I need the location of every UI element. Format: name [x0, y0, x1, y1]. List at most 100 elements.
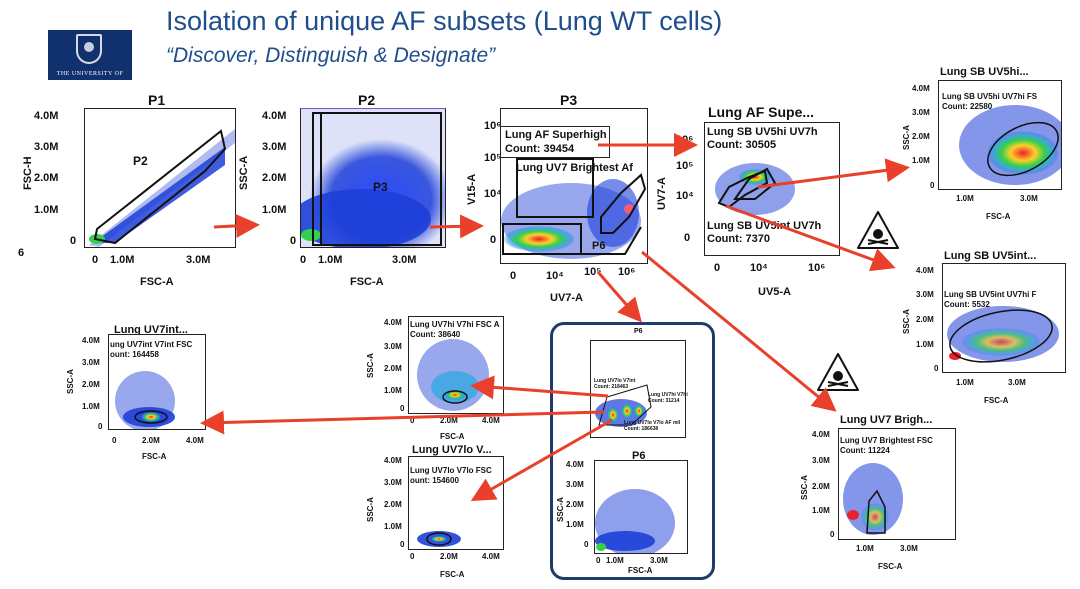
x-tick: 1.0M: [318, 254, 343, 266]
y-tick: 0: [934, 364, 939, 373]
x-axis-label: FSC-A: [440, 432, 465, 441]
y-tick: 10⁵: [484, 152, 502, 164]
x-tick: 0: [112, 436, 117, 445]
y-tick: 3.0M: [912, 108, 930, 117]
plot-area: P3: [300, 108, 446, 248]
gate-label: Lung SB UV5int UV7hi F: [944, 290, 1037, 299]
y-tick: 4.0M: [262, 110, 287, 122]
y-tick: 4.0M: [566, 460, 584, 469]
gate-label: Lung UV7hi V7hi FSC A: [410, 320, 500, 329]
y-tick: 2.0M: [912, 132, 930, 141]
x-tick: 0: [596, 556, 601, 565]
x-axis-label: FSC-A: [878, 562, 903, 571]
y-tick: 4.0M: [384, 456, 402, 465]
gate-label: Lung AF Superhigh: [505, 129, 607, 141]
arrow: [200, 410, 605, 435]
gate-count: Count: 31214: [648, 398, 680, 404]
gate-label: P2: [133, 154, 148, 168]
gate-label: Lung UV7lo V7lo FSC: [410, 466, 492, 475]
y-tick: 0: [584, 540, 589, 549]
plot-title: Lung AF Supe...: [708, 104, 815, 120]
x-tick: 0: [510, 270, 517, 282]
x-axis-label: FSC-A: [350, 276, 384, 288]
biohazard-skull-icon: [817, 353, 859, 391]
gate-count: Count: 186638: [624, 426, 659, 432]
y-tick: 1.0M: [566, 520, 584, 529]
plot-area: [108, 334, 206, 430]
y-tick: 0: [930, 181, 935, 190]
y-tick: 0: [684, 232, 691, 244]
gate-label: P6: [592, 240, 606, 252]
x-tick: 0: [300, 254, 307, 266]
y-tick: 10⁵: [676, 160, 694, 172]
plot-area: [942, 263, 1066, 373]
plot-area: [938, 80, 1062, 190]
gate-label: Lung UV7 Brightest Af: [516, 162, 633, 174]
density-scatter: [595, 489, 675, 553]
arrow: [596, 271, 642, 323]
plot-area: [704, 122, 840, 256]
plot-title: Lung SB UV5hi...: [940, 66, 1029, 78]
arrow: [213, 213, 260, 238]
y-tick: 2.0M: [34, 172, 59, 184]
x-axis-label: FSC-A: [628, 566, 653, 575]
plot-title: P1: [148, 92, 166, 108]
university-logo: THE UNIVERSITY OF: [48, 30, 132, 80]
y-tick: 3.0M: [384, 342, 402, 351]
gate-count: ount: 164458: [110, 350, 159, 359]
y-tick: 2.0M: [916, 315, 934, 324]
density-scatter: [715, 163, 795, 215]
density-scatter: [301, 109, 445, 247]
x-tick: 0: [714, 262, 721, 274]
y-tick: 3.0M: [384, 478, 402, 487]
gate-label: Lung UV7 Brightest FSC: [840, 436, 933, 445]
y-tick: 3.0M: [34, 141, 59, 153]
y-tick: 4.0M: [812, 430, 830, 439]
x-tick: 10⁴: [546, 270, 564, 282]
x-axis-label: FSC-A: [984, 396, 1009, 405]
y-tick: 2.0M: [566, 500, 584, 509]
gate-label: Lung UV7lo V7int: [594, 378, 636, 384]
y-tick: 2.0M: [384, 500, 402, 509]
y-tick: 1.0M: [384, 522, 402, 531]
gate-count: Count: 11224: [840, 446, 890, 455]
plot-title: P6: [634, 328, 643, 335]
x-tick: 4.0M: [186, 436, 204, 445]
p6-highlight-frame: [550, 322, 715, 580]
plot-area: [408, 456, 504, 550]
y-tick: 3.0M: [262, 141, 287, 153]
x-axis-label: UV5-A: [758, 286, 792, 298]
x-tick: 1.0M: [956, 194, 974, 203]
y-tick: 0: [98, 422, 103, 431]
density-scatter: [947, 306, 1059, 363]
gate-count: Count: 39454: [505, 143, 575, 155]
y-tick: 1.0M: [82, 402, 100, 411]
y-tick: 3.0M: [916, 290, 934, 299]
y-tick: 1.0M: [812, 506, 830, 515]
arrow: [757, 158, 910, 189]
x-tick: 0: [92, 254, 99, 266]
y-tick: 4.0M: [916, 266, 934, 275]
plot-area: [590, 340, 686, 438]
density-scatter: [959, 105, 1061, 185]
biohazard-skull-icon: [857, 211, 899, 249]
crest-icon: [76, 34, 102, 64]
x-axis-label: UV7-A: [550, 292, 584, 304]
gate-count: Count: 218463: [594, 384, 629, 390]
y-tick: 2.0M: [262, 172, 287, 184]
x-tick: 10⁴: [750, 262, 768, 274]
x-tick: 2.0M: [440, 552, 458, 561]
y-tick: 1.0M: [262, 204, 287, 216]
x-tick: 2.0M: [440, 416, 458, 425]
plot-title: P2: [358, 92, 376, 108]
y-tick: 0: [830, 530, 835, 539]
gate-count: Count: 38640: [410, 330, 461, 339]
y-tick: 2.0M: [82, 380, 100, 389]
y-tick: 2.0M: [384, 364, 402, 373]
density-scatter: [843, 463, 903, 535]
x-tick: 3.0M: [650, 556, 668, 565]
arrow: [429, 214, 484, 239]
y-tick: 4.0M: [82, 336, 100, 345]
y-tick: 2.0M: [812, 482, 830, 491]
